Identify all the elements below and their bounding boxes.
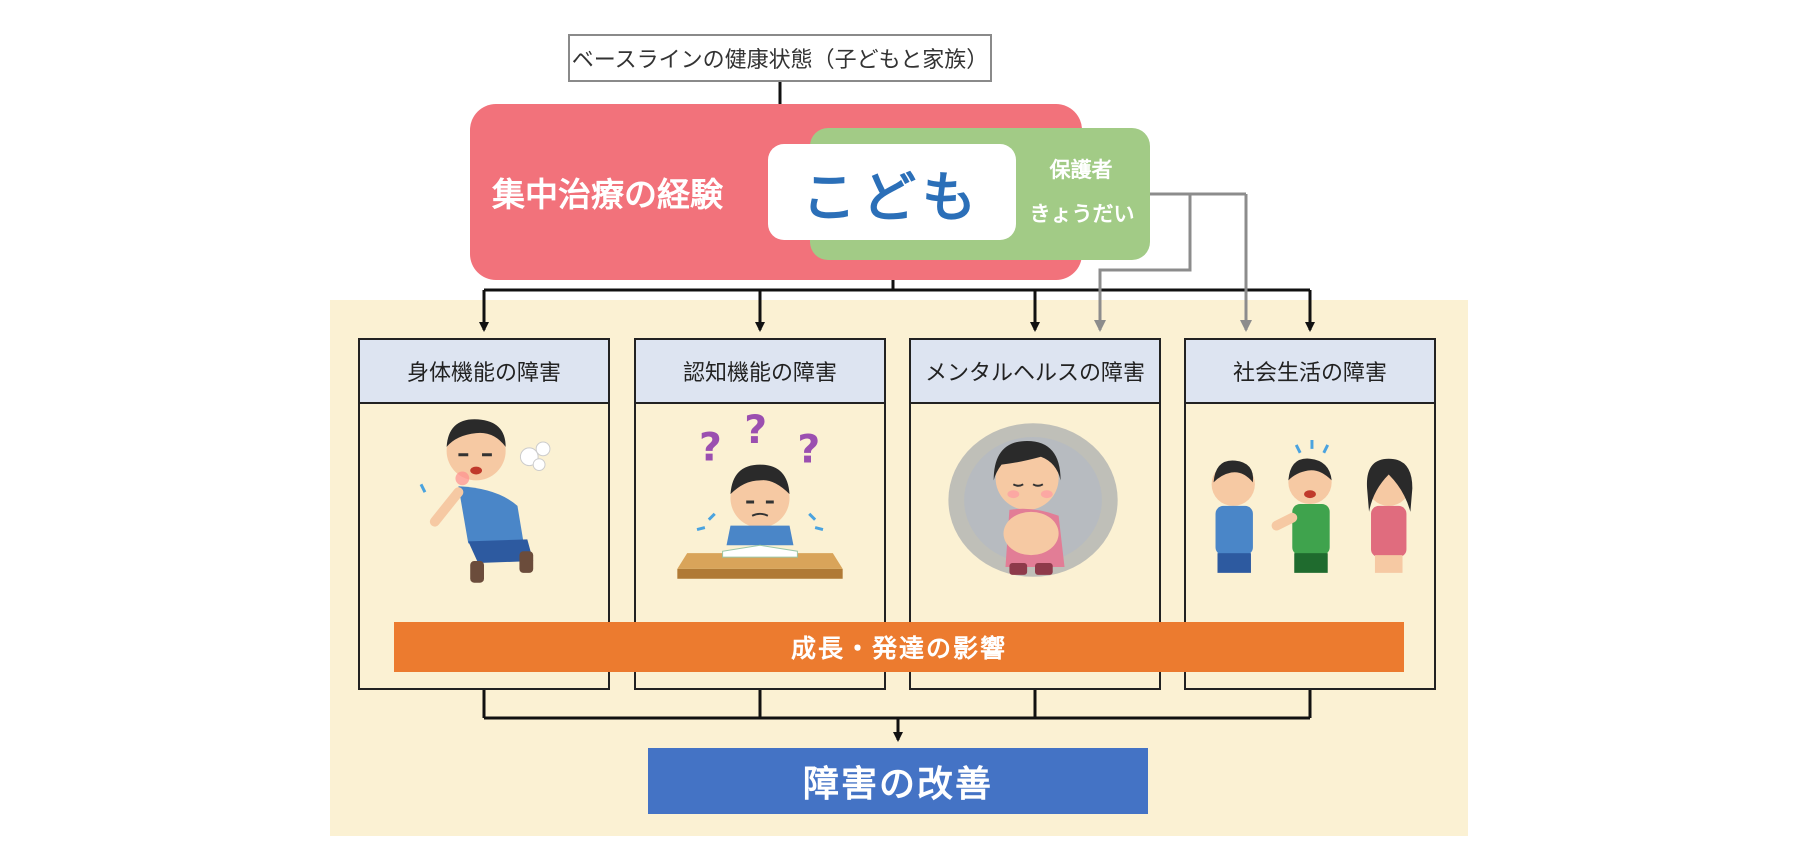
panel-cognitive-title: 認知機能の障害 (636, 340, 884, 404)
impairment-improvement-box: 障害の改善 (648, 748, 1148, 814)
family-arrow-mental (1094, 194, 1192, 332)
svg-text:?: ? (744, 407, 767, 453)
svg-text:?: ? (699, 425, 722, 471)
baseline-health-box: ベースラインの健康状態（子どもと家族） (568, 34, 992, 82)
tired-boy-illustration (419, 419, 551, 583)
children-group-illustration (1211, 440, 1413, 573)
family-siblings-label: きょうだい (1029, 202, 1135, 226)
panel-physical-title: 身体機能の障害 (360, 340, 608, 404)
confused-studying-boy-illustration: ? ? ? (677, 407, 843, 579)
family-parents-label: 保護者 (1049, 158, 1113, 182)
child-box: こども (768, 144, 1016, 240)
icu-experience-label: 集中治療の経験 (492, 175, 723, 214)
growth-development-bar: 成長・発達の影響 (394, 622, 1404, 672)
panel-mental-title: メンタルヘルスの障害 (911, 340, 1159, 404)
panel-social-title: 社会生活の障害 (1186, 340, 1434, 404)
svg-text:?: ? (797, 427, 820, 473)
sad-hugging-knees-girl-illustration (948, 423, 1118, 577)
